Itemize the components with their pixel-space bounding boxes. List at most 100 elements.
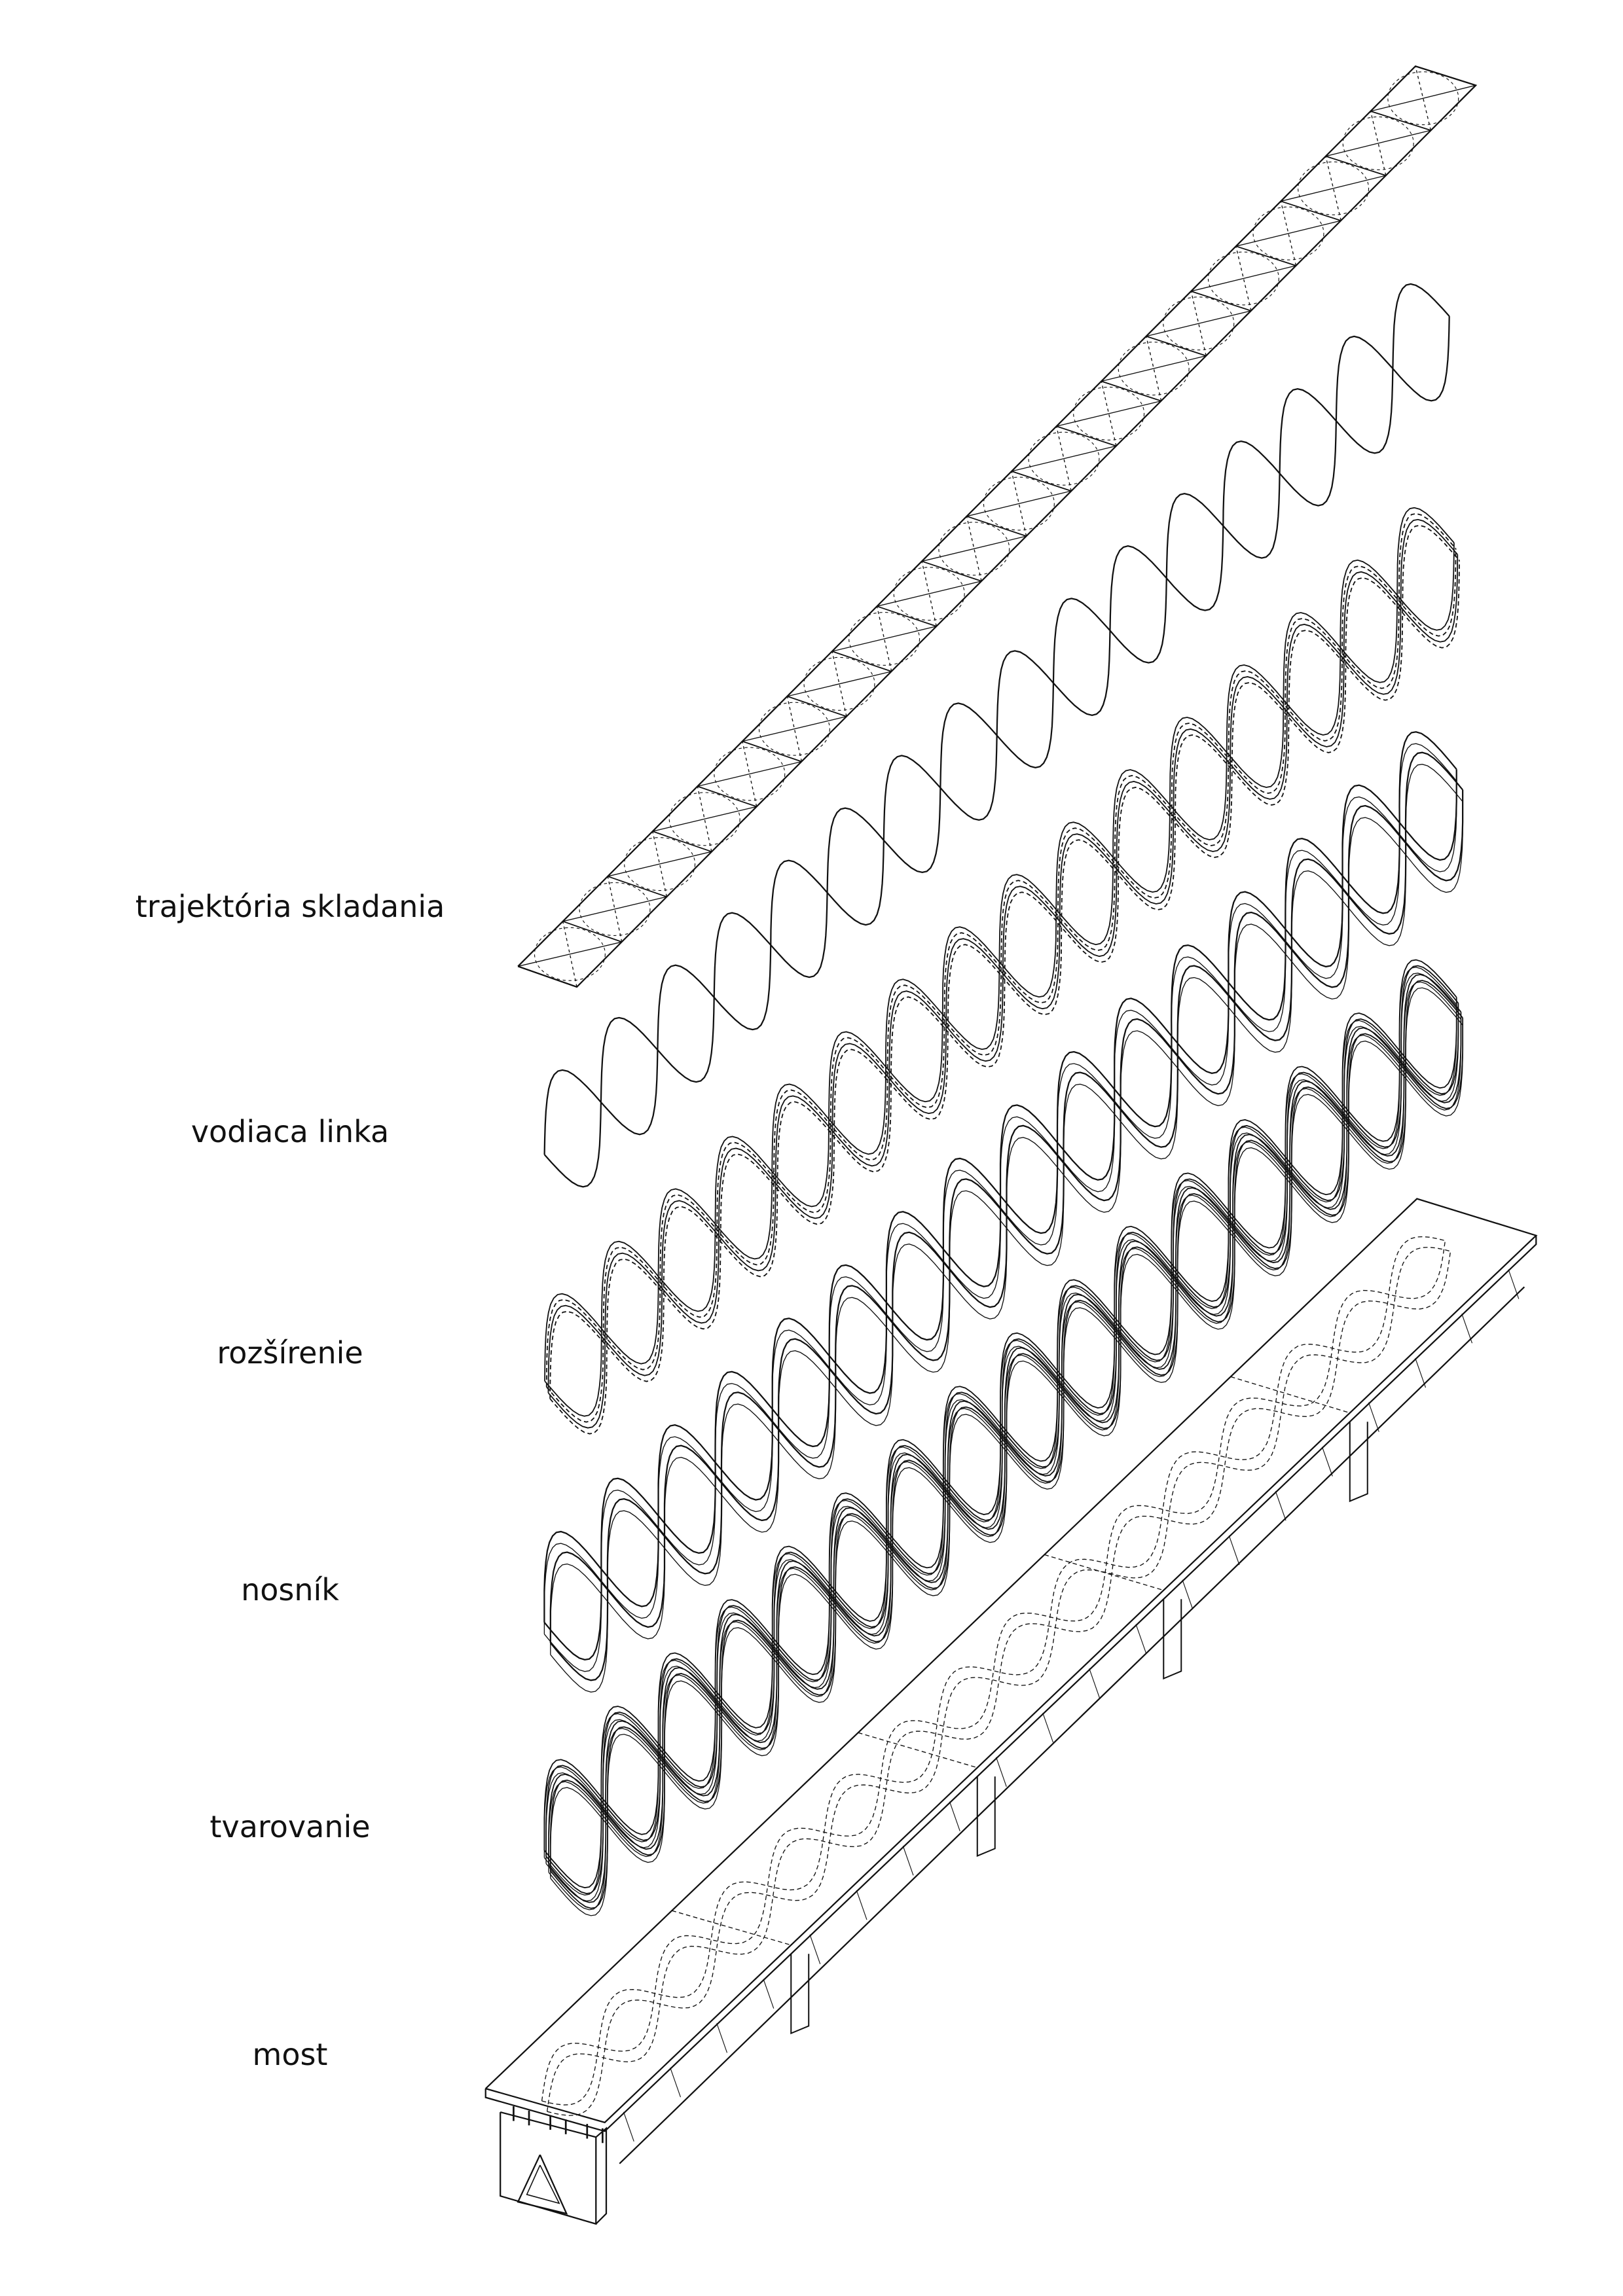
shaping-drawing <box>543 959 1464 1916</box>
fold-diagonal <box>652 806 757 832</box>
truss-diagonal <box>1275 1491 1286 1521</box>
fold-diagonal <box>1011 471 1027 537</box>
fold-line <box>1101 380 1161 402</box>
fold-diagonal <box>1056 400 1161 427</box>
truss-diagonal <box>996 1757 1007 1787</box>
truss-diagonal <box>1461 1314 1473 1344</box>
fold-diagonal <box>876 606 892 672</box>
girder-drawing <box>543 731 1464 1693</box>
fold-diagonal <box>697 761 802 787</box>
fold-diagonal <box>1191 265 1296 292</box>
truss-diagonal <box>1042 1712 1054 1743</box>
fold-circle <box>848 612 921 666</box>
widening-drawing <box>544 507 1460 1435</box>
fold-circle <box>1163 296 1235 351</box>
fold-diagonal <box>831 626 937 652</box>
fold-circle <box>1252 206 1324 260</box>
fold-diagonal <box>1235 220 1341 247</box>
deck-segment-joint <box>1230 1376 1350 1414</box>
truss-diagonal <box>1135 1624 1147 1654</box>
fold-circle <box>534 927 606 981</box>
fold-line <box>921 560 982 582</box>
fold-line <box>607 876 667 898</box>
fold-line <box>1325 155 1387 176</box>
fold-diagonal <box>1146 336 1162 401</box>
fold-diagonal <box>608 851 712 877</box>
fold-circle <box>1028 431 1100 486</box>
truss-diagonal <box>623 2111 634 2142</box>
fold-diagonal <box>786 696 803 762</box>
truss-diagonal <box>1089 1668 1101 1698</box>
deck-edge <box>484 1235 1537 2132</box>
truss-diagonal <box>763 1979 775 2009</box>
fold-line <box>1146 335 1207 357</box>
abutment-side <box>595 2126 608 2225</box>
fold-circle <box>1118 342 1190 396</box>
fold-line <box>652 831 712 853</box>
truss-diagonal <box>949 1801 960 1831</box>
fold-line <box>1056 425 1117 447</box>
fold-line <box>697 785 757 808</box>
fold-line <box>1281 200 1341 221</box>
fold-line <box>517 965 577 988</box>
truss-diagonal <box>1508 1269 1520 1299</box>
fold-diagonal <box>1370 111 1387 176</box>
fold-line <box>831 651 892 672</box>
label-widening: rozšírenie <box>217 1335 363 1371</box>
pier-column <box>1163 1599 1182 1680</box>
fold-line <box>787 696 847 717</box>
label-girder: nosník <box>241 1572 339 1607</box>
braid-strand <box>545 548 1457 1388</box>
fold-line <box>1235 245 1296 266</box>
truss-diagonal <box>1415 1357 1427 1388</box>
fold-diagonal <box>1325 156 1341 221</box>
folding-trajectory-drawing <box>517 65 1478 988</box>
truss-diagonal <box>716 2023 728 2053</box>
label-shaping: tvarovanie <box>210 1809 371 1844</box>
deck-segment-joint <box>858 1732 977 1768</box>
fold-diagonal <box>1280 201 1297 266</box>
braid-strand-side <box>543 781 1457 1634</box>
fold-diagonal <box>1325 130 1431 157</box>
embedded-strand <box>541 1236 1446 2106</box>
fold-diagonal <box>877 581 982 607</box>
truss-diagonal <box>809 1934 821 1964</box>
pier-column <box>976 1776 996 1857</box>
guide-line-drawing <box>543 283 1450 1188</box>
fold-circle <box>668 792 740 846</box>
fold-diagonal <box>1281 175 1386 202</box>
deck-segment-joint <box>672 1910 792 1946</box>
fold-diagonal <box>1235 246 1252 312</box>
label-bridge: most <box>252 2037 328 2072</box>
fold-diagonal <box>697 786 712 852</box>
fold-diagonal <box>921 535 1027 562</box>
fold-diagonal <box>787 671 892 697</box>
braid-strand <box>544 543 1455 1382</box>
truss-diagonal <box>902 1846 914 1876</box>
fold-circle <box>938 522 1010 576</box>
braid-strand <box>543 316 1450 1155</box>
truss-diagonal <box>670 2068 682 2098</box>
truss-diagonal <box>856 1890 867 1920</box>
fold-diagonal <box>1146 310 1252 337</box>
fold-circle <box>1207 251 1279 306</box>
fold-circle <box>714 747 786 801</box>
fold-circle <box>624 837 696 891</box>
truss-diagonal <box>1368 1402 1379 1432</box>
pier-column <box>1349 1422 1368 1503</box>
braid-strand-side <box>550 801 1463 1655</box>
braid-strand <box>547 554 1459 1393</box>
pier-column <box>790 1954 810 2035</box>
fold-diagonal <box>652 831 668 897</box>
fold-circle <box>803 656 875 711</box>
fold-line <box>1370 111 1431 131</box>
fold-line <box>1011 471 1072 492</box>
embedded-strand <box>547 1247 1451 2116</box>
label-trajectory: trajektória skladania <box>135 889 445 924</box>
fold-diagonal <box>1011 445 1117 472</box>
fold-line <box>1191 291 1252 312</box>
abutment-triangle <box>517 2154 568 2215</box>
fold-circle <box>1387 71 1459 126</box>
truss-diagonal <box>1182 1579 1194 1609</box>
